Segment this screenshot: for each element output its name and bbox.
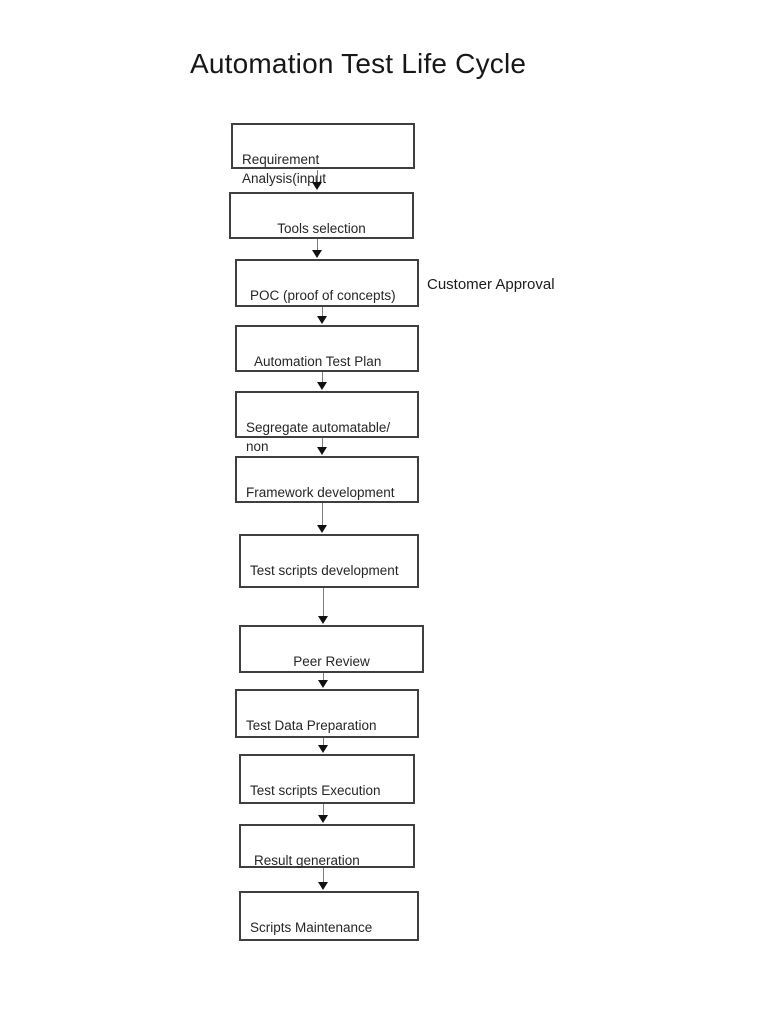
page-title: Automation Test Life Cycle: [190, 48, 527, 79]
flow-node-peer-review: Peer Review: [239, 625, 424, 673]
flow-node-test-data-preparation: Test Data Preparation: [235, 689, 419, 738]
flow-node-label: Tools selection: [277, 221, 366, 236]
down-arrow-icon: [312, 239, 323, 258]
flow-node-segregate-automatable: Segregate automatable/ non automatable t…: [235, 391, 419, 473]
flow-node-result-generation: Result generation: [239, 824, 415, 868]
down-arrow-icon: [312, 170, 323, 190]
flow-node-test-scripts-execution: Test scripts Execution: [239, 754, 415, 804]
flow-node-tools-selection: Tools selection: [229, 192, 414, 239]
down-arrow-icon: [317, 307, 328, 324]
flow-node-label: POC (proof of concepts): [250, 288, 396, 303]
flow-node-label: Peer Review: [293, 654, 370, 669]
flow-node-label: Framework development: [246, 485, 395, 500]
flow-node-poc: POC (proof of concepts): [235, 259, 419, 307]
flow-node-label: Test scripts development: [250, 563, 399, 578]
down-arrow-icon: [318, 804, 329, 823]
flow-node-label: Scripts Maintenance: [250, 920, 373, 935]
down-arrow-icon: [318, 673, 329, 688]
flow-node-label: Test scripts Execution: [250, 783, 381, 798]
down-arrow-icon: [318, 868, 329, 890]
flow-node-framework-development: Framework development: [235, 456, 419, 503]
down-arrow-icon: [317, 372, 328, 390]
flow-node-label: Result generation: [254, 853, 360, 868]
down-arrow-icon: [317, 503, 328, 533]
down-arrow-icon: [318, 588, 329, 624]
flow-node-requirement-analysis: Requirement Analysis(input manual test c…: [231, 123, 415, 205]
flow-node-automation-test-plan: Automation Test Plan: [235, 325, 419, 372]
flow-node-label: Automation Test Plan: [254, 354, 382, 369]
flow-node-test-scripts-development: Test scripts development: [239, 534, 419, 588]
down-arrow-icon: [318, 738, 329, 753]
down-arrow-icon: [317, 438, 328, 455]
customer-approval-label: Customer Approval: [427, 276, 555, 293]
flow-node-label: Test Data Preparation: [246, 718, 377, 733]
flow-node-scripts-maintenance: Scripts Maintenance: [239, 891, 419, 941]
